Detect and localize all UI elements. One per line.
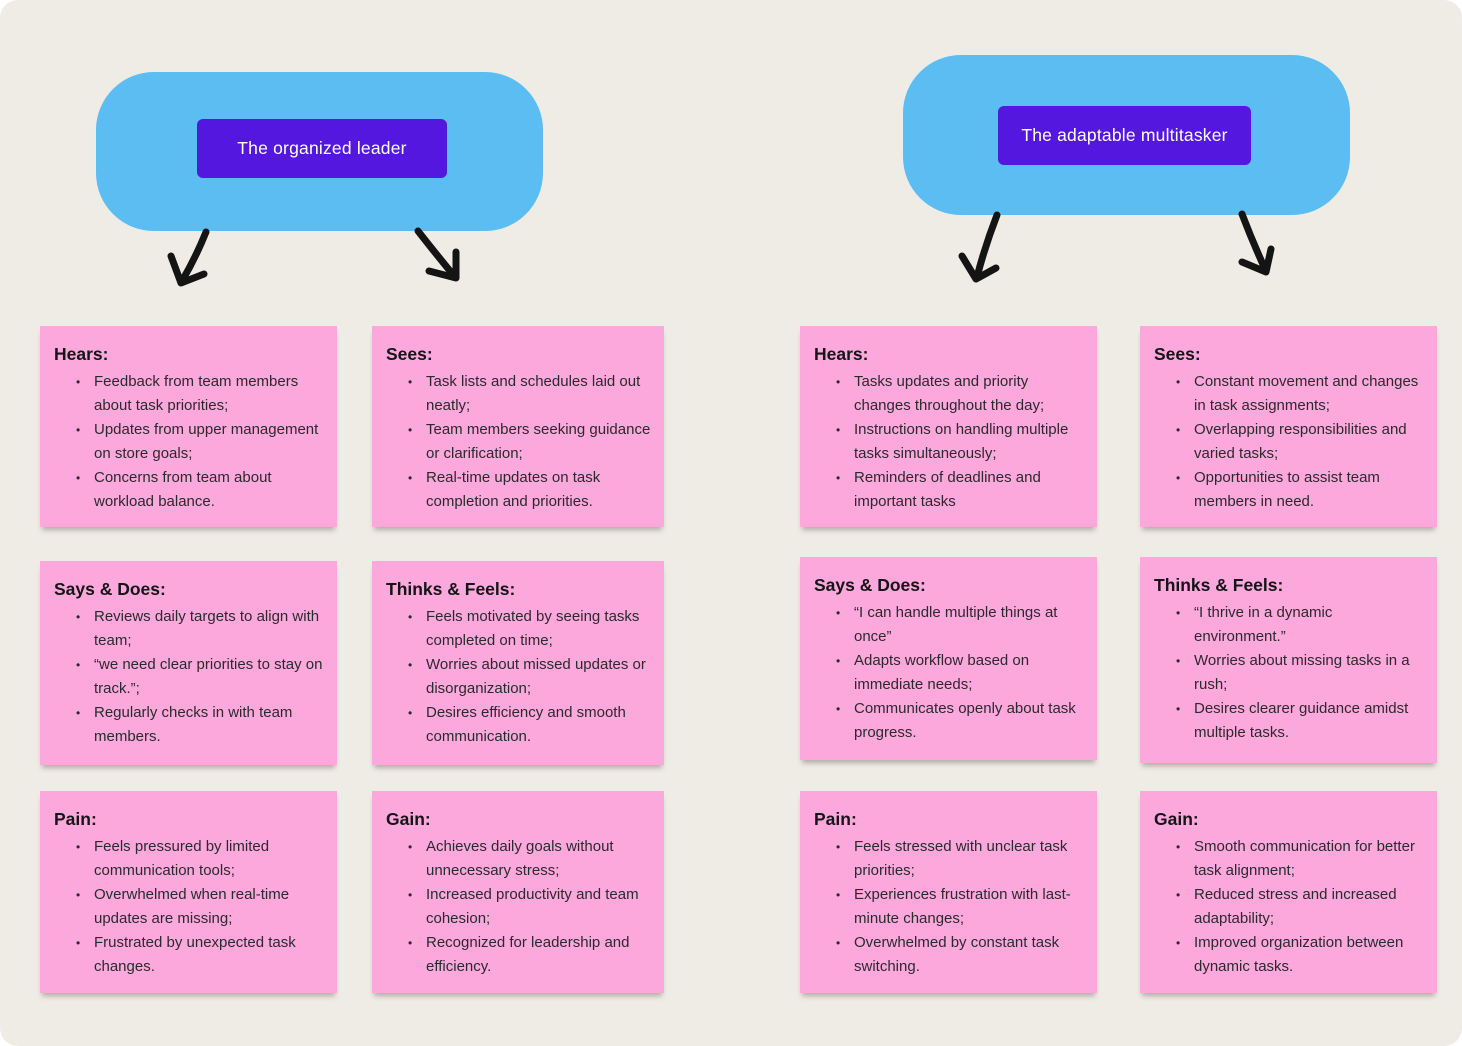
note-title: Says & Does: xyxy=(814,575,926,595)
note-list: Task lists and schedules laid out neatly… xyxy=(386,370,652,514)
sticky-note-sees[interactable]: Sees: Constant movement and changes in t… xyxy=(1140,326,1437,527)
note-item: Feels pressured by limited communication… xyxy=(67,835,325,883)
note-item: Overwhelmed when real-time updates are m… xyxy=(67,883,325,931)
note-item: “we need clear priorities to stay on tra… xyxy=(67,653,325,701)
note-item: Constant movement and changes in task as… xyxy=(1167,370,1425,418)
note-item: Worries about missed updates or disorgan… xyxy=(399,653,652,701)
sticky-note-thinks-feels[interactable]: Thinks & Feels: “I thrive in a dynamic e… xyxy=(1140,557,1437,763)
note-item: Overlapping responsibilities and varied … xyxy=(1167,418,1425,466)
sticky-note-says-does[interactable]: Says & Does: “I can handle multiple thin… xyxy=(800,557,1097,760)
persona-label-adaptable-multitasker[interactable]: The adaptable multitasker xyxy=(998,106,1251,165)
note-item: “I can handle multiple things at once” xyxy=(827,601,1085,649)
note-list: Reviews daily targets to align with team… xyxy=(54,605,325,749)
note-item: Task lists and schedules laid out neatly… xyxy=(399,370,652,418)
sticky-note-hears[interactable]: Hears: Feedback from team members about … xyxy=(40,326,337,527)
note-item: Adapts workflow based on immediate needs… xyxy=(827,649,1085,697)
note-title: Sees: xyxy=(386,344,433,364)
note-list: Constant movement and changes in task as… xyxy=(1154,370,1425,514)
note-item: Worries about missing tasks in a rush; xyxy=(1167,649,1425,697)
note-item: Tasks updates and priority changes throu… xyxy=(827,370,1085,418)
note-title: Thinks & Feels: xyxy=(386,579,516,599)
sticky-note-pain[interactable]: Pain: Feels pressured by limited communi… xyxy=(40,791,337,993)
note-item: Reduced stress and increased adaptabilit… xyxy=(1167,883,1425,931)
note-title: Sees: xyxy=(1154,344,1201,364)
arrow-down-right-icon[interactable] xyxy=(414,227,460,282)
note-item: Team members seeking guidance or clarifi… xyxy=(399,418,652,466)
note-item: Experiences frustration with last-minute… xyxy=(827,883,1085,931)
note-list: Feels motivated by seeing tasks complete… xyxy=(386,605,652,749)
note-item: Reviews daily targets to align with team… xyxy=(67,605,325,653)
note-list: Feels stressed with unclear task priorit… xyxy=(814,835,1085,979)
note-item: Desires efficiency and smooth communicat… xyxy=(399,701,652,749)
note-list: “I thrive in a dynamic environment.” Wor… xyxy=(1154,601,1425,745)
note-list: Feels pressured by limited communication… xyxy=(54,835,325,979)
sticky-note-sees[interactable]: Sees: Task lists and schedules laid out … xyxy=(372,326,664,527)
sticky-note-hears[interactable]: Hears: Tasks updates and priority change… xyxy=(800,326,1097,527)
arrow-down-left-icon[interactable] xyxy=(958,211,1001,283)
note-item: Desires clearer guidance amidst multiple… xyxy=(1167,697,1425,745)
note-title: Says & Does: xyxy=(54,579,166,599)
note-item: Concerns from team about workload balanc… xyxy=(67,466,325,514)
note-item: Regularly checks in with team members. xyxy=(67,701,325,749)
note-item: Feedback from team members about task pr… xyxy=(67,370,325,418)
note-item: “I thrive in a dynamic environment.” xyxy=(1167,601,1425,649)
note-item: Communicates openly about task progress. xyxy=(827,697,1085,745)
note-list: Smooth communication for better task ali… xyxy=(1154,835,1425,979)
note-list: Achieves daily goals without unnecessary… xyxy=(386,835,652,979)
note-item: Feels motivated by seeing tasks complete… xyxy=(399,605,652,653)
note-item: Feels stressed with unclear task priorit… xyxy=(827,835,1085,883)
sticky-note-pain[interactable]: Pain: Feels stressed with unclear task p… xyxy=(800,791,1097,993)
note-title: Gain: xyxy=(1154,809,1199,829)
note-item: Frustrated by unexpected task changes. xyxy=(67,931,325,979)
note-item: Reminders of deadlines and important tas… xyxy=(827,466,1085,514)
note-title: Gain: xyxy=(386,809,431,829)
note-item: Recognized for leadership and efficiency… xyxy=(399,931,652,979)
note-item: Real-time updates on task completion and… xyxy=(399,466,652,514)
note-item: Achieves daily goals without unnecessary… xyxy=(399,835,652,883)
sticky-note-thinks-feels[interactable]: Thinks & Feels: Feels motivated by seein… xyxy=(372,561,664,765)
note-list: Tasks updates and priority changes throu… xyxy=(814,370,1085,514)
note-title: Hears: xyxy=(814,344,869,364)
note-list: Feedback from team members about task pr… xyxy=(54,370,325,514)
sticky-note-says-does[interactable]: Says & Does: Reviews daily targets to al… xyxy=(40,561,337,765)
note-item: Smooth communication for better task ali… xyxy=(1167,835,1425,883)
sticky-note-gain[interactable]: Gain: Achieves daily goals without unnec… xyxy=(372,791,664,993)
sticky-note-gain[interactable]: Gain: Smooth communication for better ta… xyxy=(1140,791,1437,993)
note-title: Pain: xyxy=(54,809,97,829)
note-item: Opportunities to assist team members in … xyxy=(1167,466,1425,514)
note-item: Increased productivity and team cohesion… xyxy=(399,883,652,931)
note-list: “I can handle multiple things at once” A… xyxy=(814,601,1085,745)
note-item: Overwhelmed by constant task switching. xyxy=(827,931,1085,979)
note-title: Hears: xyxy=(54,344,109,364)
note-title: Thinks & Feels: xyxy=(1154,575,1284,595)
note-item: Updates from upper management on store g… xyxy=(67,418,325,466)
persona-label-organized-leader[interactable]: The organized leader xyxy=(197,119,447,178)
note-item: Improved organization between dynamic ta… xyxy=(1167,931,1425,979)
note-title: Pain: xyxy=(814,809,857,829)
arrow-down-right-icon[interactable] xyxy=(1238,210,1275,276)
note-item: Instructions on handling multiple tasks … xyxy=(827,418,1085,466)
arrow-down-left-icon[interactable] xyxy=(167,228,210,287)
